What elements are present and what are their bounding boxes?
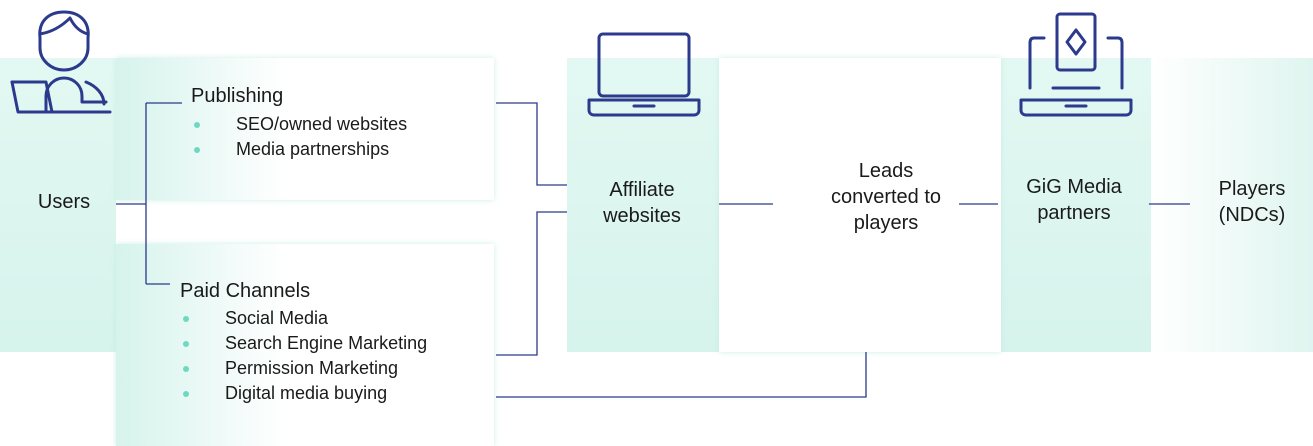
- affiliate-websites-line: Affiliate: [609, 179, 675, 201]
- gig-media-label: GiG Media partners: [1004, 174, 1144, 226]
- leads-line: Leads: [858, 160, 914, 182]
- list-item: Social Media: [180, 306, 427, 331]
- users-label: Users: [37, 191, 91, 213]
- affiliate-websites-line: websites: [603, 205, 681, 227]
- paid-to-leads: [496, 352, 867, 398]
- leads-line: players: [853, 212, 919, 234]
- players-line: Players: [1218, 178, 1286, 200]
- list-item: SEO/owned websites: [191, 112, 407, 137]
- affiliate-websites-label: Affiliate websites: [580, 177, 704, 229]
- players-box: [1151, 58, 1313, 352]
- list-item: Media partnerships: [191, 137, 407, 162]
- paid-channels-title: Paid Channels: [180, 280, 311, 302]
- leads-label: Leads converted to players: [800, 158, 972, 236]
- list-item: Permission Marketing: [180, 356, 427, 381]
- list-item: Search Engine Marketing: [180, 331, 427, 356]
- players-line: (NDCs): [1218, 204, 1286, 226]
- paid-channels-box: [116, 244, 494, 446]
- connector-lines: [116, 102, 1190, 398]
- leads-box: [719, 58, 1001, 352]
- user-at-laptop-icon: [10, 10, 112, 114]
- players-label: Players (NDCs): [1196, 176, 1308, 228]
- list-item: Digital media buying: [180, 381, 427, 406]
- gig-media-line: partners: [1037, 202, 1111, 224]
- laptop-playing-card-icon: [1019, 12, 1133, 117]
- paid-channels-list: Social Media Search Engine Marketing Per…: [180, 306, 427, 406]
- publishing-list: SEO/owned websites Media partnerships: [191, 112, 407, 162]
- publishing-to-affiliate: [496, 102, 567, 186]
- laptop-icon: [587, 32, 701, 117]
- leads-line: converted to: [830, 186, 942, 208]
- users-panel: [0, 58, 116, 352]
- gig-media-line: GiG Media: [1026, 176, 1122, 198]
- publishing-title: Publishing: [191, 85, 284, 107]
- publishing-box: [116, 58, 494, 200]
- paid-to-affiliate: [496, 211, 567, 356]
